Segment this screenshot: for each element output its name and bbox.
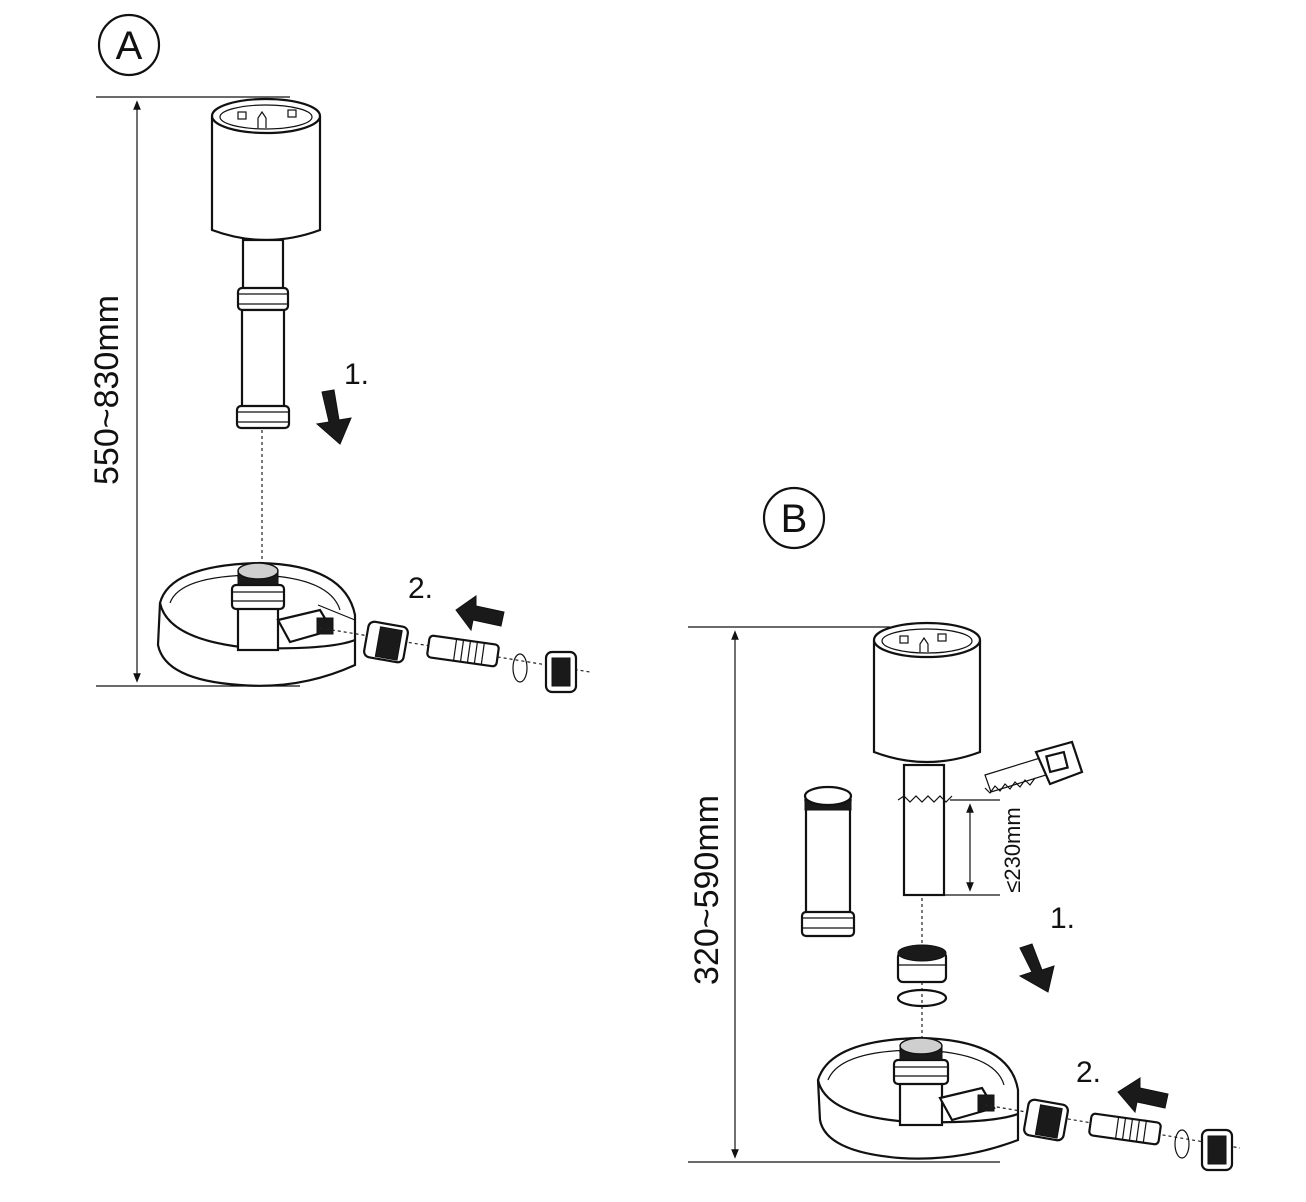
figure-b-step1-label: 1. [1050, 902, 1075, 935]
figure-a-hose-fittings [363, 620, 578, 694]
figure-b-nut-and-ring [896, 944, 948, 1008]
figure-a-skimmer-head [210, 97, 322, 242]
figure-b-height-dimension: 320~590mm [688, 626, 1000, 1163]
figure-b-step1-arrow-icon [1018, 943, 1055, 993]
figure-b-skimmer-head [872, 621, 982, 764]
figure-a-badge: A [97, 13, 161, 77]
figure-a: A 550~830mm [88, 13, 591, 694]
figure-b-label: B [781, 497, 808, 541]
figure-b: B 320~590mm [688, 486, 1241, 1172]
figure-a-step2-label: 2. [408, 572, 433, 605]
figure-a-height-label: 550~830mm [88, 295, 126, 485]
figure-b-badge: B [762, 486, 826, 550]
figure-a-base-bowl [156, 561, 357, 687]
figure-a-step1-label: 1. [344, 358, 369, 391]
figure-b-cut-dimension: ≤230mm [944, 799, 1025, 896]
figure-b-hose-fittings [1023, 1098, 1234, 1172]
figure-b-removed-tube [800, 785, 856, 938]
figure-b-step2-arrow-icon [1117, 1077, 1169, 1114]
figure-b-step2-label: 2. [1076, 1056, 1101, 1089]
figure-b-height-label: 320~590mm [688, 795, 726, 985]
figure-a-step2-arrow-icon [455, 595, 505, 632]
figure-a-height-dimension: 550~830mm [88, 96, 300, 687]
figure-b-cut-length-label: ≤230mm [1000, 807, 1025, 892]
figure-b-saw-icon [984, 740, 1084, 794]
figure-b-cut-tube [897, 763, 953, 897]
figure-a-telescopic-tube [235, 238, 291, 430]
figure-a-label: A [116, 24, 143, 68]
figure-a-step1-arrow-icon [315, 389, 352, 445]
figure-b-base-bowl [816, 1036, 1020, 1160]
